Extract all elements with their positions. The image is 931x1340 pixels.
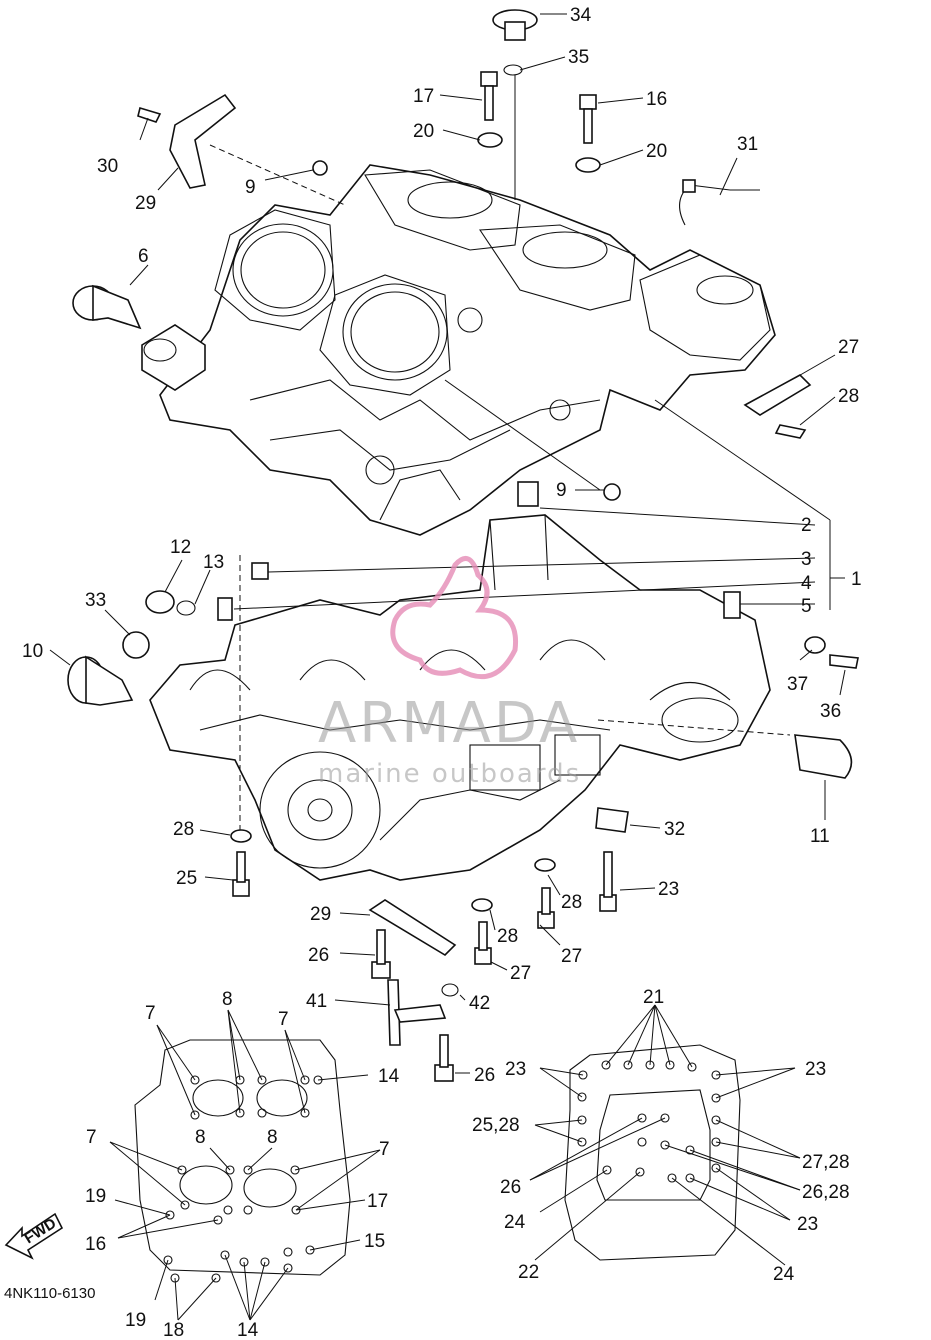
callout-24a: 24: [504, 1212, 526, 1233]
callout-34: 31: [737, 134, 758, 155]
callout-25: 25: [176, 868, 197, 889]
callout-26b: 26: [474, 1065, 495, 1086]
callout-1: 1: [851, 569, 862, 590]
callout-30: 27: [838, 337, 859, 358]
callout-19a: 19: [85, 1186, 106, 1207]
callout-23d: 23: [797, 1214, 818, 1235]
small-parts: [67, 9, 859, 1082]
callout-38: 35: [568, 47, 589, 68]
callout-17b: 17: [367, 1191, 388, 1212]
callout-14b: 14: [237, 1320, 259, 1340]
callout-26-28: 26,28: [802, 1182, 850, 1203]
callout-25-28: 25,28: [472, 1115, 520, 1136]
callout-16b: 16: [85, 1234, 106, 1255]
callout-8a: 8: [222, 989, 233, 1010]
callout-27a: 27: [561, 946, 582, 967]
callout-33: 30: [97, 156, 118, 177]
callout-28c: 28: [497, 926, 518, 947]
callout-7d: 7: [379, 1139, 390, 1160]
callout-labels: 34 35 17 16 20 20 31 30 29 9 6 27 28 9 2…: [4, 5, 862, 1340]
callout-18: 18: [163, 1320, 184, 1340]
callout-4: 4: [801, 573, 812, 594]
part-code: 4NK110-6130: [4, 1285, 95, 1302]
callout-29: 29: [310, 904, 331, 925]
callout-9b: 9: [556, 480, 567, 501]
callout-32: 29: [135, 193, 156, 214]
callout-23a: 23: [658, 879, 679, 900]
callout-24b: 24: [773, 1264, 795, 1285]
callout-11: 11: [810, 826, 830, 847]
watermark-brand: ARMADA: [318, 691, 580, 756]
callout-42: 42: [469, 993, 490, 1014]
upper-crankcase: [141, 164, 776, 536]
callout-14a: 14: [378, 1066, 400, 1087]
callout-23c: 23: [805, 1059, 826, 1080]
callout-28a: 28: [173, 819, 194, 840]
callout-16: 16: [646, 89, 667, 110]
callout-15: 15: [364, 1231, 385, 1252]
watermark: ARMADA marine outboards: [318, 555, 581, 789]
callout-2: 2: [801, 515, 812, 536]
callout-36: 33: [85, 590, 106, 611]
callout-26a: 26: [308, 945, 329, 966]
callout-8c: 8: [267, 1127, 278, 1148]
callout-5: 5: [801, 596, 812, 617]
callout-22: 22: [518, 1262, 539, 1283]
callout-7c: 7: [86, 1127, 97, 1148]
callout-31: 28: [838, 386, 859, 407]
callout-13: 13: [203, 552, 224, 573]
callout-8b: 8: [195, 1127, 206, 1148]
leader-lines: [49, 13, 846, 1321]
callout-35: 32: [664, 819, 685, 840]
callout-10: 10: [22, 641, 43, 662]
callout-41: 41: [306, 991, 327, 1012]
callout-17: 17: [413, 86, 434, 107]
callout-26c: 26: [500, 1177, 521, 1198]
callout-20a: 20: [413, 121, 434, 142]
fwd-arrow: FWD: [4, 1212, 64, 1260]
callout-27b: 27: [510, 963, 531, 984]
callout-23b: 23: [505, 1059, 526, 1080]
watermark-tagline: marine outboards: [318, 759, 581, 789]
callout-12: 12: [170, 537, 191, 558]
bolt-pattern-view-right: [564, 1044, 741, 1261]
callout-7a: 7: [145, 1003, 156, 1024]
callout-9a: 9: [245, 177, 256, 198]
callout-27-28: 27,28: [802, 1152, 850, 1173]
callout-28b: 28: [561, 892, 582, 913]
callout-19b: 19: [125, 1310, 146, 1331]
callout-37: 34: [570, 5, 592, 26]
callout-39: 36: [820, 701, 841, 722]
callout-40: 37: [787, 674, 808, 695]
bolt-pattern-view-left: [134, 1039, 351, 1283]
callout-7b: 7: [278, 1009, 289, 1030]
callout-6: 6: [138, 246, 149, 267]
callout-20b: 20: [646, 141, 667, 162]
lower-crankcase: [149, 514, 771, 881]
callout-3: 3: [801, 549, 812, 570]
callout-21: 21: [643, 987, 664, 1008]
